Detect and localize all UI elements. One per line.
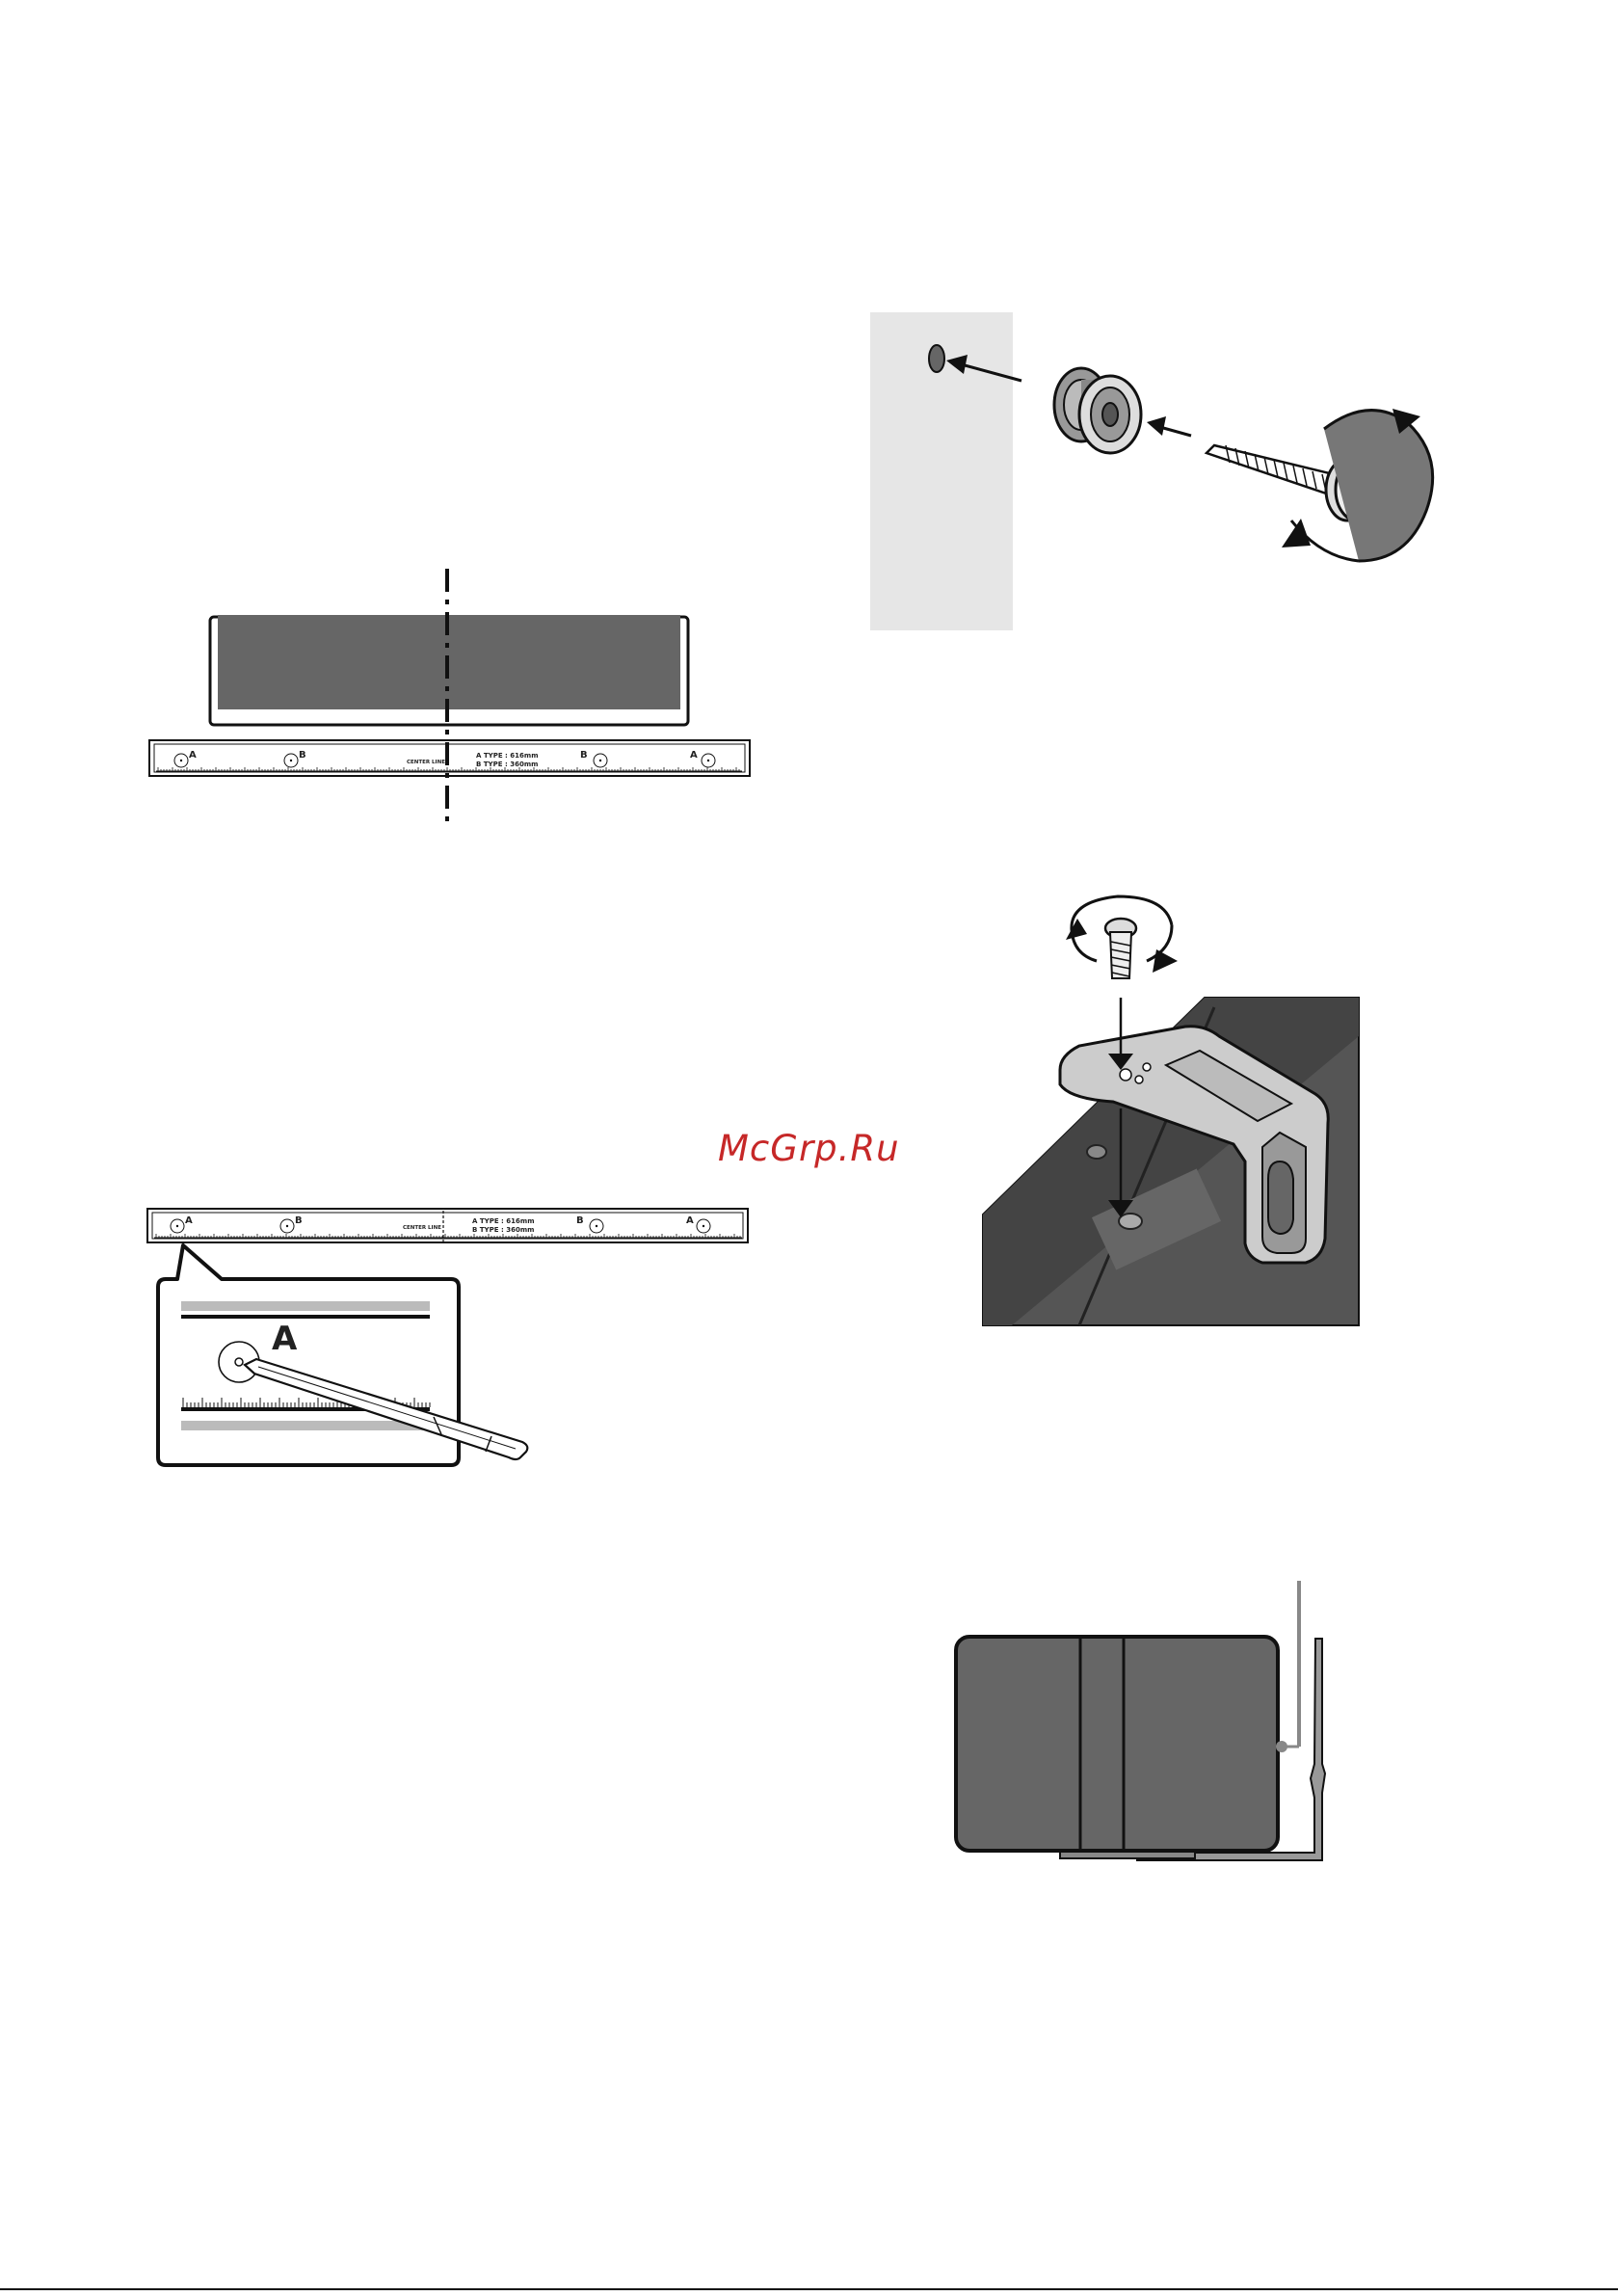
- center-line-label: CENTER LINE: [407, 760, 445, 765]
- a-type-label: A TYPE : 616mm: [476, 752, 538, 760]
- center-line-label: CENTER LINE: [403, 1225, 441, 1231]
- label-a-right: A: [686, 1215, 694, 1226]
- label-a-right: A: [690, 750, 698, 761]
- watermark-text: McGrp.Ru: [718, 1128, 920, 1169]
- zoom-label-a: A: [272, 1320, 298, 1358]
- b-type-label: B TYPE : 360mm: [476, 761, 538, 768]
- b-type-label: B TYPE : 360mm: [472, 1226, 534, 1234]
- template-ruler: [149, 740, 750, 776]
- wall-hole: [929, 345, 944, 372]
- label-a-left: A: [185, 1215, 193, 1226]
- label-b-right: B: [580, 750, 588, 761]
- figure-centerline-template: A B B A CENTER LINE A TYPE : 616mm B TYP…: [145, 569, 761, 829]
- label-b-right: B: [576, 1215, 584, 1226]
- bottom-divider: [0, 2288, 1618, 2290]
- figure-mark-hole-template: A B B A CENTER LINE A TYPE : 616mm B TYP…: [145, 1205, 761, 1484]
- label-b-left: B: [299, 750, 306, 761]
- label-a-left: A: [189, 750, 197, 761]
- spacer-icon: [1054, 368, 1141, 453]
- figure-bracket-screw: [973, 872, 1378, 1325]
- soundbar-side: [956, 1637, 1278, 1851]
- figure-soundbar-on-bracket: [944, 1581, 1349, 1880]
- a-type-label: A TYPE : 616mm: [472, 1217, 534, 1225]
- label-b-left: B: [295, 1215, 303, 1226]
- figure-wall-screw: [867, 308, 1484, 636]
- screw-icon: [1105, 919, 1136, 978]
